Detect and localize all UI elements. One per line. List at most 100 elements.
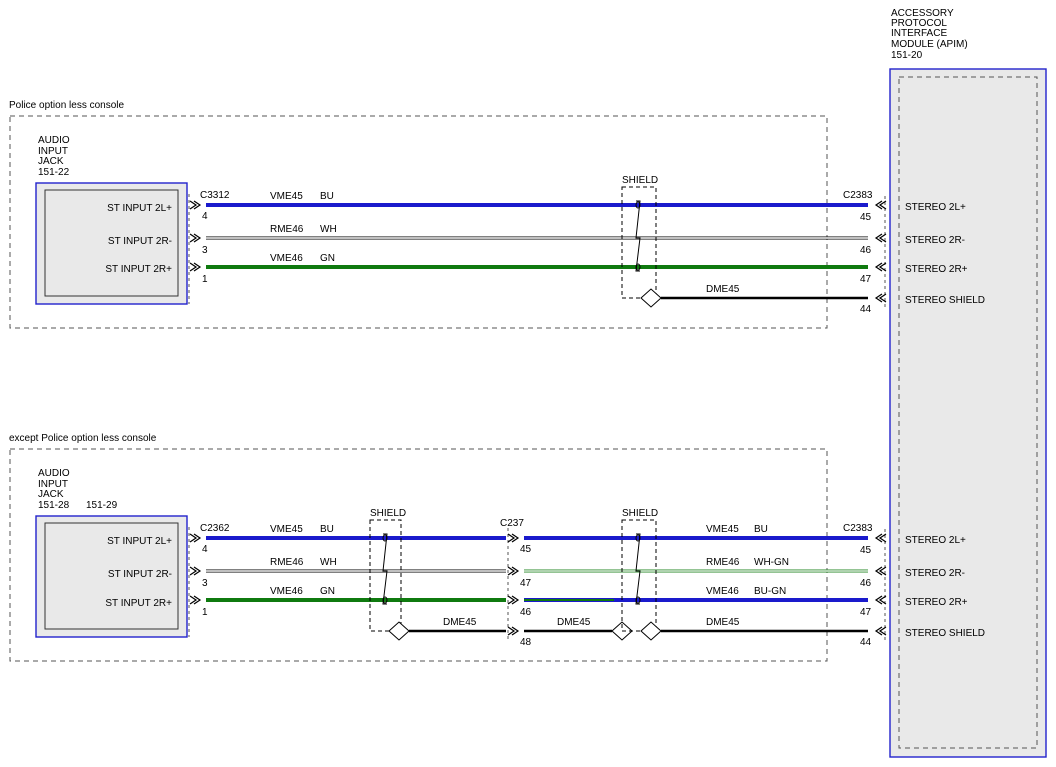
- c2383-2-pin-44: 44: [860, 637, 872, 648]
- shield2b-twist: [635, 533, 641, 605]
- c2362-arrow-0: [189, 533, 202, 543]
- c2383-2-arrow-0: [874, 533, 887, 543]
- jack1-title-line-2: INPUT: [38, 146, 68, 157]
- c3312-pin-4: 4: [202, 211, 208, 222]
- jack1-title-line-1: AUDIO: [38, 135, 70, 146]
- c2383-label-1: C2383: [843, 190, 873, 201]
- apim2-pin-stereo-shield: STEREO SHIELD: [905, 628, 985, 639]
- shield2b-loop-top: [635, 534, 641, 542]
- jack2-inner-box: [44, 522, 179, 630]
- apim-title-line-4: MODULE (APIM): [891, 39, 968, 50]
- c2383-label-2: C2383: [843, 523, 873, 534]
- shield1-label: SHIELD: [622, 175, 658, 186]
- c2383-1-arrow-3: [874, 293, 887, 303]
- wire2b-vme45-circuit: VME45: [706, 524, 739, 535]
- c3312-arrow-1: [189, 233, 202, 243]
- apim-title-line-2: PROTOCOL: [891, 18, 947, 29]
- apim-title-line-1: ACCESSORY: [891, 8, 954, 19]
- drain2c-diamond: [640, 621, 662, 641]
- shield1-twist-loop-top: [635, 201, 641, 209]
- c2383-1-pin-44: 44: [860, 304, 872, 315]
- shield1-box: [621, 186, 657, 299]
- wire2a-vme46-circuit: VME46: [270, 586, 303, 597]
- wire1-vme46-circuit: VME46: [270, 253, 303, 264]
- shield1-twist-loop-bottom: [635, 263, 641, 271]
- wire2a-rme46-color: WH: [320, 557, 337, 568]
- shield2a-loop-top: [382, 534, 388, 542]
- wire2a-vme45-color: BU: [320, 524, 334, 535]
- section2-frame: [9, 448, 828, 662]
- apim-title-line-3: INTERFACE: [891, 28, 947, 39]
- c2362-label: C2362: [200, 523, 230, 534]
- jack1-inner-box: [44, 189, 179, 297]
- c2383-2-pin-46: 46: [860, 578, 872, 589]
- c237-pin-47: 47: [520, 578, 532, 589]
- apim1-pin-stereo-shield: STEREO SHIELD: [905, 295, 985, 306]
- apim1-pin-stereo-2l-plus: STEREO 2L+: [905, 202, 966, 213]
- c3312-pin-1: 1: [202, 274, 208, 285]
- section-police-option: Police option less console AUDIO INPUT J…: [9, 100, 985, 329]
- c2383-2-arrow-1: [874, 566, 887, 576]
- c3312-label: C3312: [200, 190, 230, 201]
- c237-arrow-0: [507, 533, 520, 543]
- drain2c-circuit: DME45: [706, 617, 740, 628]
- shield2a-loop-bottom: [382, 596, 388, 604]
- apim2-pin-stereo-2r-minus: STEREO 2R-: [905, 568, 965, 579]
- jack1-pin-2l-plus: ST INPUT 2L+: [107, 203, 172, 214]
- shield2a-box: [369, 519, 402, 632]
- jack2-ref-extra: 151-29: [86, 500, 118, 511]
- apim-module: ACCESSORY PROTOCOL INTERFACE MODULE (API…: [889, 8, 1047, 758]
- jack1-title-line-3: JACK: [38, 156, 64, 167]
- c237-pin-46: 46: [520, 607, 532, 618]
- c237-arrow-2: [507, 595, 520, 605]
- drain1-diamond: [640, 288, 662, 308]
- wire1-rme46-color: WH: [320, 224, 337, 235]
- wire1-rme46-circuit: RME46: [270, 224, 304, 235]
- c237-pin-48: 48: [520, 637, 532, 648]
- wire2b-rme46-circuit: RME46: [706, 557, 740, 568]
- connector-arrows: [189, 200, 887, 636]
- c237-pin-45: 45: [520, 544, 532, 555]
- c2383-2-pin-45: 45: [860, 545, 872, 556]
- jack2-title-line-2: INPUT: [38, 479, 68, 490]
- c2383-1-arrow-1: [874, 233, 887, 243]
- c2362-pin-1: 1: [202, 607, 208, 618]
- wire2a-vme45-circuit: VME45: [270, 524, 303, 535]
- shield2b-label: SHIELD: [622, 508, 658, 519]
- wire2a-rme46-circuit: RME46: [270, 557, 304, 568]
- wire2b-vme46-color: BU-GN: [754, 586, 786, 597]
- c2362-arrow-1: [189, 566, 202, 576]
- jack2-pin-2r-plus: ST INPUT 2R+: [105, 598, 172, 609]
- section1-frame: [9, 115, 828, 329]
- c2383-1-arrow-0: [874, 200, 887, 210]
- c2383-1-pin-45: 45: [860, 212, 872, 223]
- apim1-pin-stereo-2r-minus: STEREO 2R-: [905, 235, 965, 246]
- c2362-pin-4: 4: [202, 544, 208, 555]
- c2383-2-pin-47: 47: [860, 607, 872, 618]
- c2383-2-arrow-3: [874, 626, 887, 636]
- section2-label: except Police option less console: [9, 433, 157, 444]
- c2383-1-pin-46: 46: [860, 245, 872, 256]
- jack2-pin-2r-minus: ST INPUT 2R-: [108, 569, 172, 580]
- wire2b-vme45-color: BU: [754, 524, 768, 535]
- c2383-1-arrow-2: [874, 262, 887, 272]
- jack2-title-line-3: JACK: [38, 489, 64, 500]
- jack2-pin-2l-plus: ST INPUT 2L+: [107, 536, 172, 547]
- wire1-vme46-color: GN: [320, 253, 335, 264]
- wire2b-vme46-circuit: VME46: [706, 586, 739, 597]
- apim2-pin-stereo-2l-plus: STEREO 2L+: [905, 535, 966, 546]
- c3312-pin-3: 3: [202, 245, 208, 256]
- apim1-pin-stereo-2r-plus: STEREO 2R+: [905, 264, 968, 275]
- c3312-arrow-0: [189, 200, 202, 210]
- jack2-title-line-1: AUDIO: [38, 468, 70, 479]
- drain2a-diamond: [388, 621, 410, 641]
- c237-label: C237: [500, 518, 524, 529]
- c2383-2-arrow-2: [874, 595, 887, 605]
- jack2-title-line-4: 151-28: [38, 500, 70, 511]
- c3312-arrow-2: [189, 262, 202, 272]
- shield2b-loop-bottom: [635, 596, 641, 604]
- jack1-pin-2r-minus: ST INPUT 2R-: [108, 236, 172, 247]
- section-except-police-option: except Police option less console AUDIO …: [9, 433, 985, 662]
- apim-inner-outline: [898, 76, 1038, 749]
